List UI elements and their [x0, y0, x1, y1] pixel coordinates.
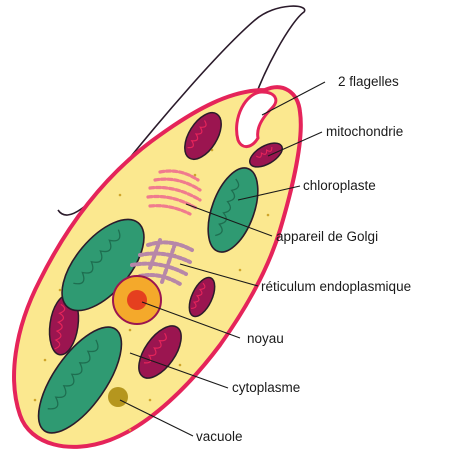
- vacuole-shape: [108, 387, 128, 407]
- label-golgi: appareil de Golgi: [276, 229, 378, 244]
- label-nucleus: noyau: [247, 331, 284, 346]
- nucleus: [113, 276, 161, 324]
- label-cytoplasm: cytoplasme: [232, 380, 300, 395]
- label-chloroplast: chloroplaste: [303, 178, 376, 193]
- label-er: réticulum endoplasmique: [261, 279, 411, 294]
- label-vacuole: vacuole: [196, 429, 243, 444]
- label-mitochondria: mitochondrie: [326, 124, 403, 139]
- label-flagella: 2 flagelles: [338, 74, 399, 89]
